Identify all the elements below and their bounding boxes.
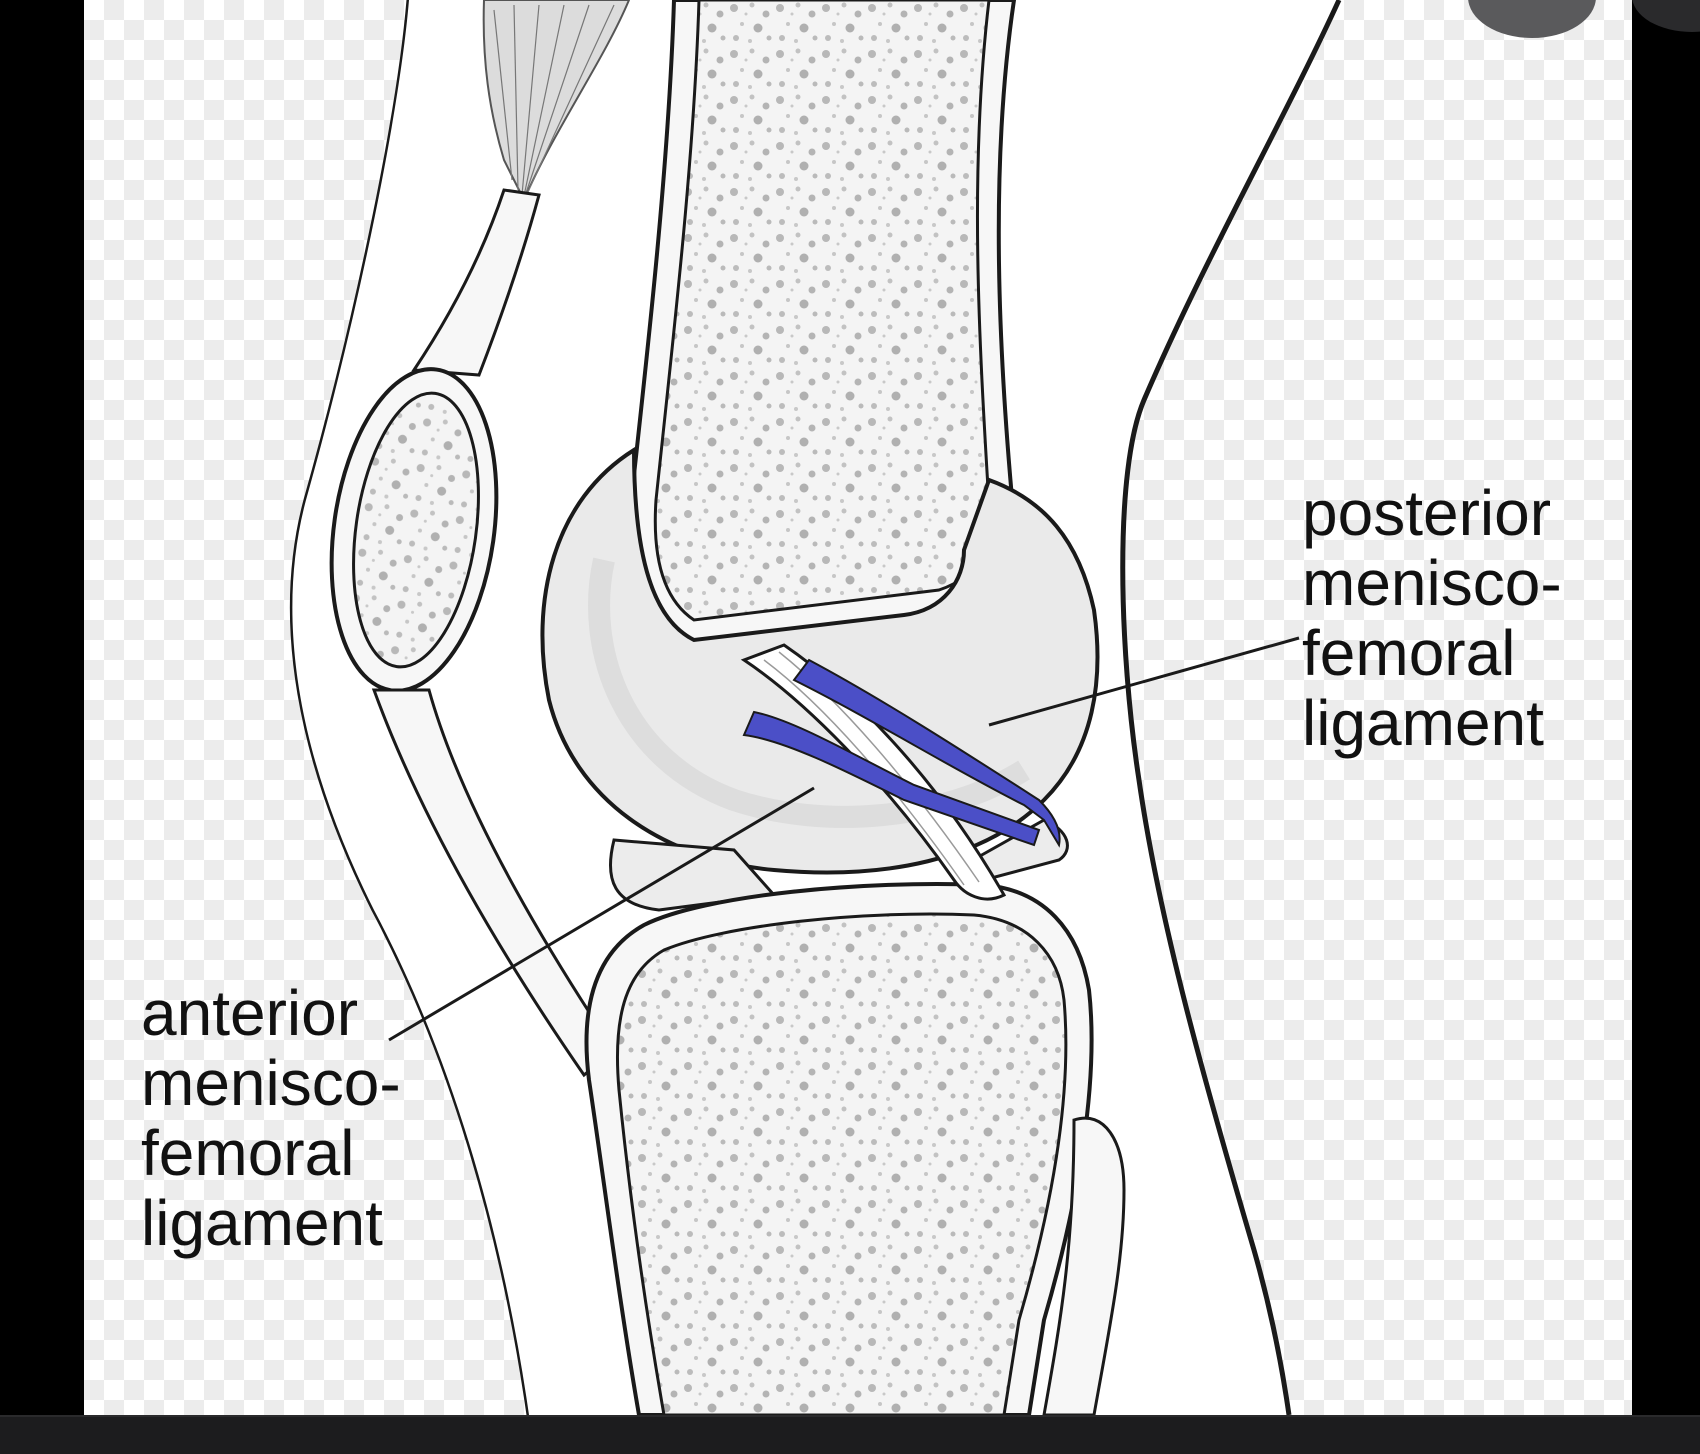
diagram-frame: posterior menisco- femoral ligament ante…: [84, 0, 1632, 1415]
anterior-leader-line: [388, 786, 815, 1042]
knee-anatomy-diagram: posterior menisco- femoral ligament ante…: [141, 0, 1562, 1415]
anterior-label-line-3: femoral: [141, 1117, 354, 1189]
meniscus-anterior: [609, 838, 778, 912]
posterior-label-line-2: menisco-: [1302, 547, 1562, 619]
tibia: [615, 912, 1068, 1415]
leg-back-outline: [1120, 0, 1342, 1415]
posterior-meniscofemoral-ligament: [792, 658, 1061, 848]
bottom-toolbar: [0, 1415, 1700, 1454]
anterior-label-line-4: ligament: [141, 1187, 383, 1259]
posterior-label-line-4: ligament: [1302, 687, 1544, 759]
anterior-label-line-1: anterior: [141, 977, 358, 1049]
patella: [352, 391, 480, 669]
posterior-label-line-1: posterior: [1302, 477, 1551, 549]
anterior-label-line-2: menisco-: [141, 1047, 401, 1119]
posterior-label: posterior menisco- femoral ligament: [1302, 477, 1562, 759]
posterior-leader-line: [988, 636, 1300, 727]
femur: [653, 0, 992, 622]
posterior-label-line-3: femoral: [1302, 617, 1515, 689]
corner-button[interactable]: [1632, 0, 1700, 32]
anterior-meniscofemoral-ligament: [742, 710, 1041, 847]
anterior-label: anterior menisco- femoral ligament: [141, 977, 401, 1259]
fibula: [1042, 1116, 1126, 1415]
